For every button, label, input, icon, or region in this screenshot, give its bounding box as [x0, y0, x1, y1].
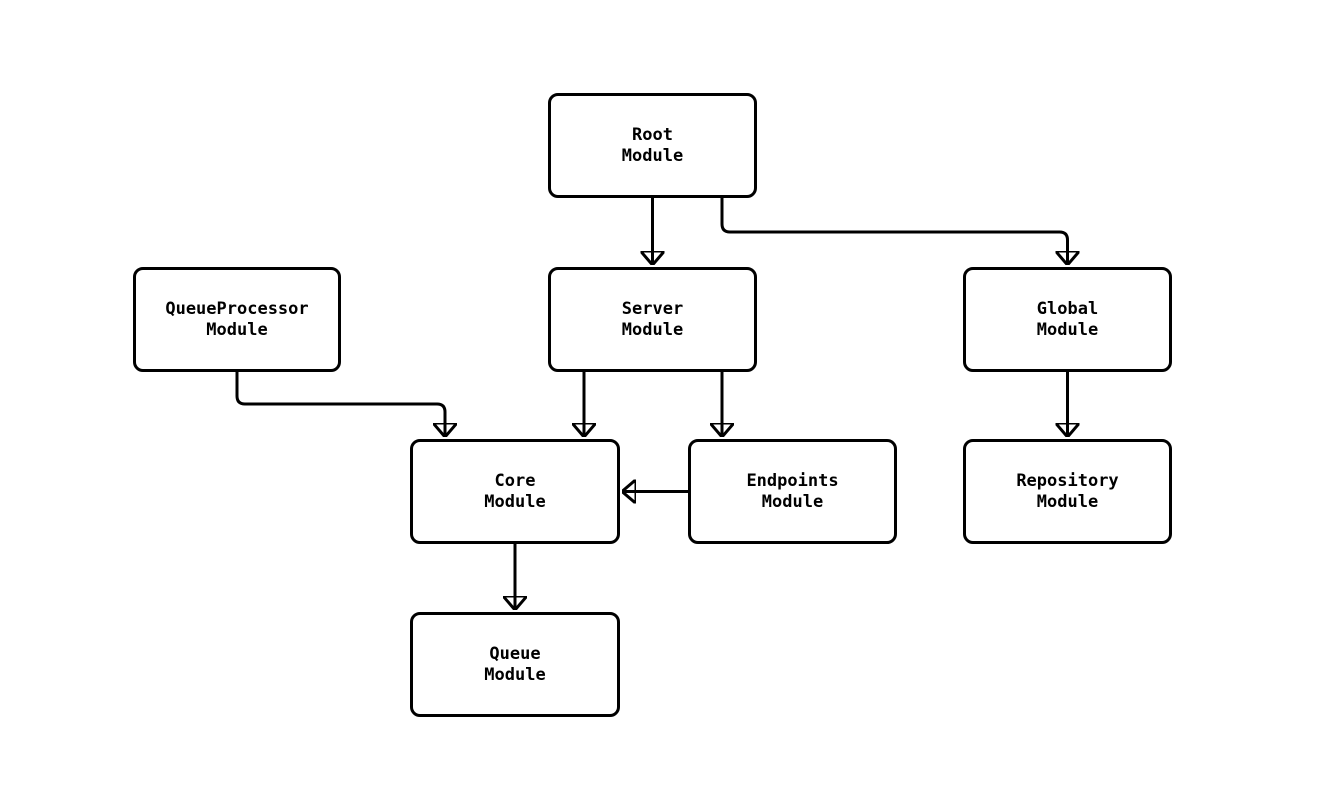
- node-root-module: Root Module: [548, 93, 757, 198]
- node-queueprocessor-module-label: QueueProcessor Module: [165, 298, 309, 340]
- node-repository-module-label: Repository Module: [1016, 470, 1119, 512]
- node-repository-module: Repository Module: [963, 439, 1172, 544]
- node-server-module-label: Server Module: [621, 298, 684, 340]
- node-queue-module-label: Queue Module: [484, 643, 546, 685]
- node-endpoints-module: Endpoints Module: [688, 439, 897, 544]
- node-core-module: Core Module: [410, 439, 620, 544]
- node-global-module: Global Module: [963, 267, 1172, 372]
- node-server-module: Server Module: [548, 267, 757, 372]
- node-queueprocessor-module: QueueProcessor Module: [133, 267, 341, 372]
- node-root-module-label: Root Module: [621, 124, 684, 166]
- node-global-module-label: Global Module: [1036, 298, 1099, 340]
- node-queue-module: Queue Module: [410, 612, 620, 717]
- node-endpoints-module-label: Endpoints Module: [746, 470, 839, 512]
- node-core-module-label: Core Module: [484, 470, 546, 512]
- edge-queueprocessor-to-core: [235, 372, 445, 437]
- edge-root-to-global: [720, 198, 1068, 265]
